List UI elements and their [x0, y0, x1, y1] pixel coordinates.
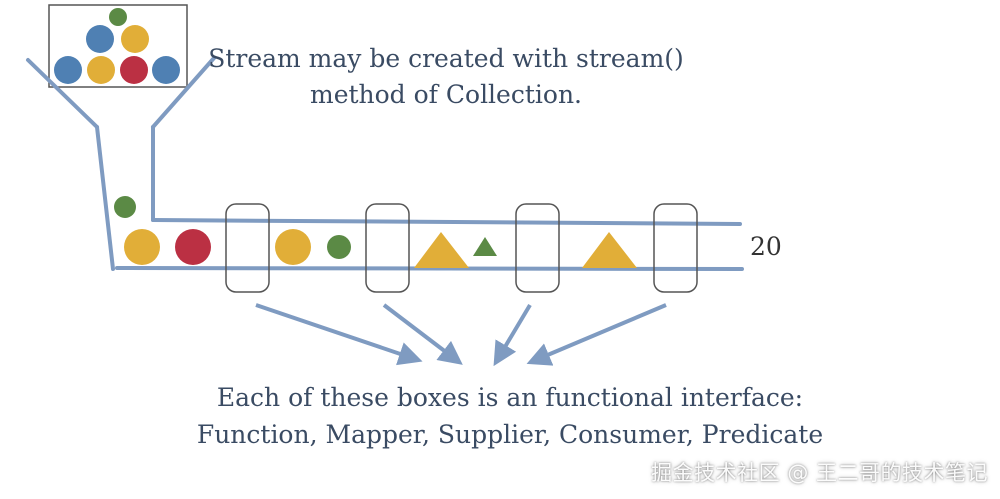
stream-bottom-line: [115, 266, 744, 271]
stream-ball-red: [175, 229, 211, 265]
functional-box-3: [515, 203, 560, 293]
arrow-from-box-3: [493, 303, 532, 367]
funnel-left-neck: [95, 125, 115, 271]
functional-box-4: [653, 203, 698, 293]
funnel-right-top: [151, 56, 216, 129]
stream-triangle-yellow-2: [582, 232, 637, 268]
funnel-left-top: [26, 58, 99, 129]
collection-ball-green-top: [109, 8, 127, 26]
stream-top-line: [151, 218, 742, 226]
collection-ball-blue-left: [54, 56, 82, 84]
falling-ball-green: [114, 196, 136, 218]
stream-triangle-green: [473, 237, 497, 256]
collection-ball-blue-right: [152, 56, 180, 84]
collection-ball-yellow-bottom: [87, 56, 115, 84]
collection-ball-blue-mid: [86, 25, 114, 53]
functional-box-1: [225, 203, 270, 293]
arrow-from-box-2: [382, 303, 463, 365]
bottom-caption-line-2: Function, Mapper, Supplier, Consumer, Pr…: [197, 420, 823, 449]
collection-ball-yellow-mid: [121, 25, 149, 53]
bottom-caption-line-1: Each of these boxes is an functional int…: [217, 383, 803, 412]
stream-ball-green: [327, 235, 351, 259]
result-label: 20: [750, 232, 782, 261]
top-caption-line-1: Stream may be created with stream(): [208, 44, 684, 73]
arrow-from-box-4: [526, 303, 667, 366]
functional-box-2: [365, 203, 410, 293]
collection-box: [48, 4, 188, 88]
stream-ball-yellow-2: [275, 229, 311, 265]
collection-ball-red-bottom: [120, 56, 148, 84]
top-caption-line-2: method of Collection.: [310, 80, 582, 109]
stream-triangle-yellow-1: [414, 232, 469, 268]
watermark: 掘金技术社区 @ 王二哥的技术笔记: [651, 461, 988, 485]
stream-ball-yellow-1: [124, 229, 160, 265]
arrow-from-box-1: [255, 303, 423, 366]
